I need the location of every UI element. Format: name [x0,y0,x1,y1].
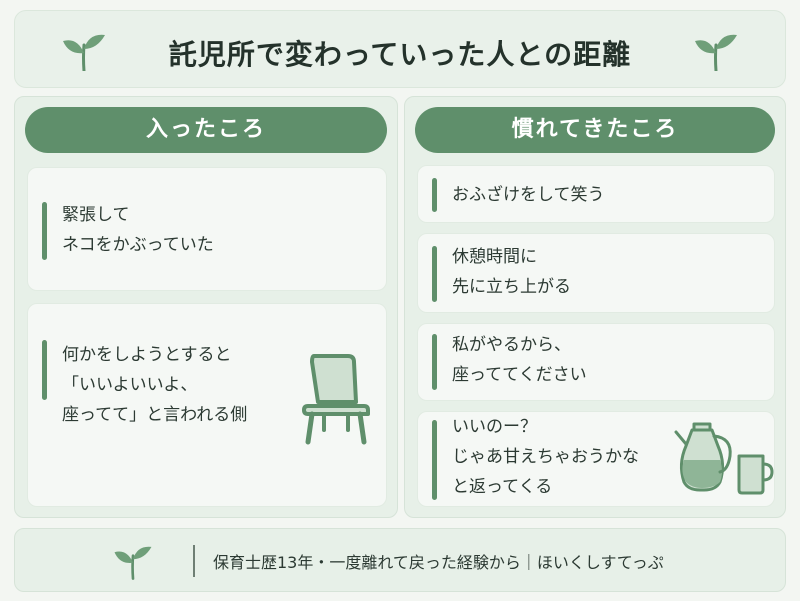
card-line: 座ってて」と言われる側 [62,405,248,425]
sprout-icon [695,34,737,71]
footer-credit: 保育士歴13年・一度離れて戻った経験から｜ほいくしすてっぷ [213,553,664,572]
card-accent-bar [42,340,47,400]
sprout-icon [63,34,105,71]
card-line: ネコをかぶっていた [62,235,214,255]
column-header-before: 入ったころ [25,107,387,153]
card-please-sit: 私がやるから、 座っててください [417,323,775,401]
card-accent-bar [432,246,437,302]
footer: 保育士歴13年・一度離れて戻った経験から｜ほいくしすてっぷ [14,528,786,592]
card-line: 座っててください [452,365,587,385]
card-line: いいのー？ [452,417,537,437]
card-line: じゃあ甘えちゃおうかな [452,447,639,467]
card-line: 私がやるから、 [452,335,571,355]
card-line: 先に立ち上がる [452,277,571,297]
card-accent-bar [432,178,437,212]
card-accent-bar [432,334,437,390]
sprout-icon [114,546,152,580]
card-line: 緊張して [62,205,130,225]
card-line: おふざけをして笑う [452,185,605,205]
page-title: 託児所で変わっていった人との距離 [168,38,632,71]
title-bar: 託児所で変わっていった人との距離 [14,10,786,88]
card-stand-up-first: 休憩時間に 先に立ち上がる [417,233,775,313]
kettle-icon [674,422,732,492]
card-nervous: 緊張して ネコをかぶっていた [27,167,387,291]
card-accept-offer: いいのー？ じゃあ甘えちゃおうかな と返ってくる [417,411,775,507]
card-line: 休憩時間に [452,247,537,267]
card-line: 何かをしようとすると [62,345,232,365]
card-told-to-sit: 何かをしようとすると 「いいよいいよ、 座ってて」と言われる側 [27,303,387,507]
card-accent-bar [432,420,437,500]
card-line: と返ってくる [452,477,553,497]
card-accent-bar [42,202,47,260]
card-joking: おふざけをして笑う [417,165,775,223]
footer-divider [193,545,195,577]
column-header-after: 慣れてきたころ [415,107,775,153]
column-after: 慣れてきたころ おふざけをして笑う 休憩時間に 先に立ち上がる 私がやるから、 … [404,96,786,518]
card-line: 「いいよいいよ、 [62,375,198,395]
mug-icon [737,454,774,495]
chair-icon [302,354,370,445]
column-before: 入ったころ 緊張して ネコをかぶっていた 何かをしようとすると 「いいよいいよ、… [14,96,398,518]
